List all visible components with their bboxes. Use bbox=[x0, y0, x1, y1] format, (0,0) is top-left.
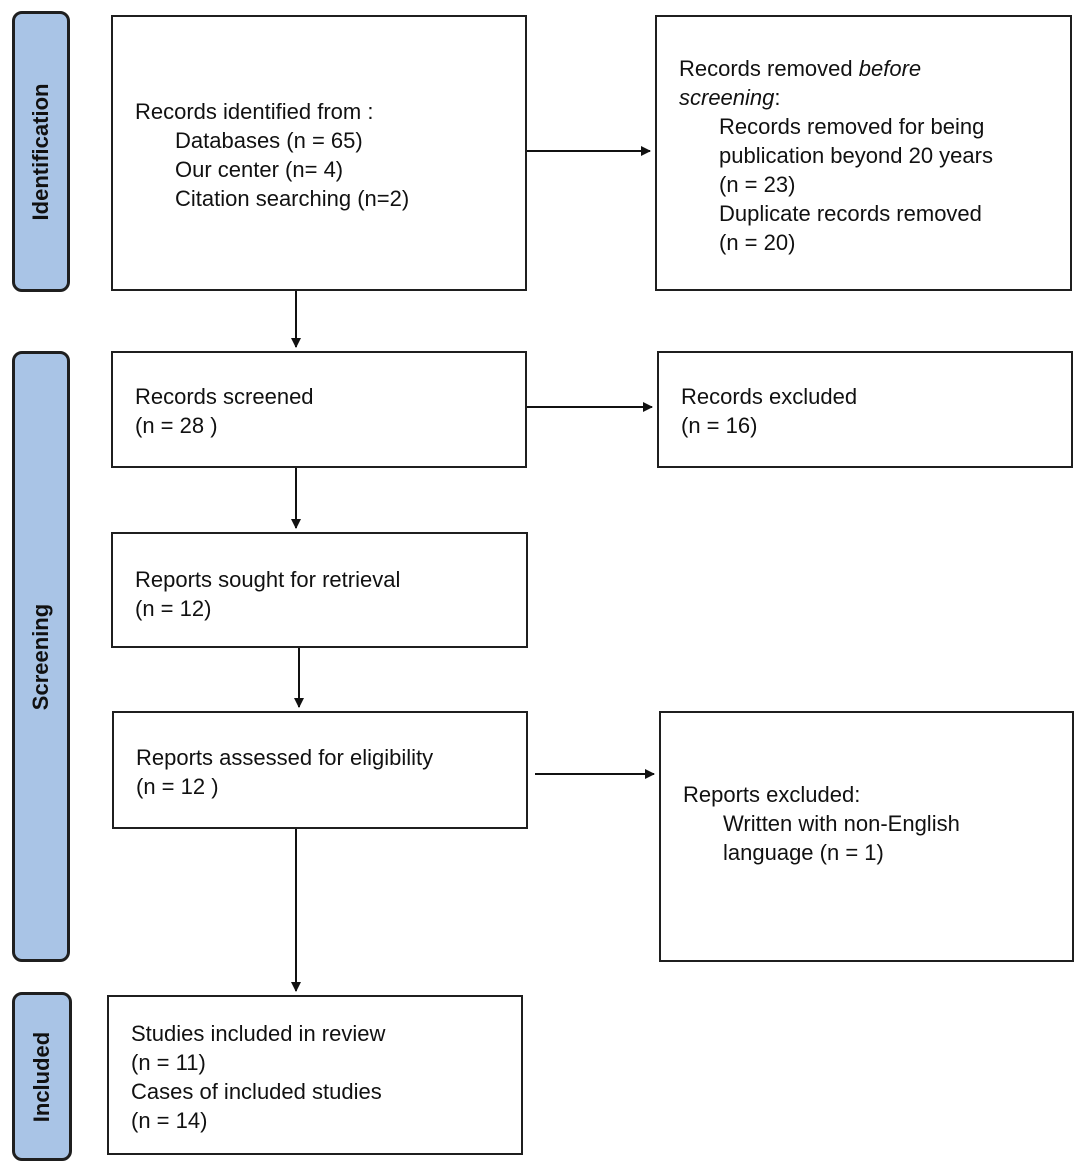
phase-identification: Identification bbox=[12, 11, 70, 292]
records-excluded-title: Records excluded bbox=[681, 384, 858, 409]
records-excluded-box: Records excluded (n = 16) bbox=[657, 351, 1073, 468]
phase-screening: Screening bbox=[12, 351, 70, 962]
studies-included-box: Studies included in review (n = 11) Case… bbox=[107, 995, 523, 1155]
source-our-center: Our center (n= 4) bbox=[175, 157, 344, 182]
records-excluded-count: (n = 16) bbox=[681, 413, 758, 438]
records-screened-box: Records screened (n = 28 ) bbox=[111, 351, 527, 468]
reports-assessed-box: Reports assessed for eligibility (n = 12… bbox=[112, 711, 528, 829]
reports-assessed-count: (n = 12 ) bbox=[136, 774, 219, 799]
reports-excluded-box: Reports excluded: Written with non-Engli… bbox=[659, 711, 1074, 962]
source-citation-searching: Citation searching (n=2) bbox=[175, 186, 410, 211]
reports-sought-box: Reports sought for retrieval (n = 12) bbox=[111, 532, 528, 648]
removed-age-count: (n = 23) bbox=[719, 172, 796, 197]
reports-assessed-title: Reports assessed for eligibility bbox=[136, 745, 434, 770]
studies-included-count: (n = 11) bbox=[131, 1050, 206, 1075]
cases-included-title: Cases of included studies bbox=[131, 1079, 382, 1104]
records-identified-title: Records identified from : bbox=[135, 99, 374, 124]
studies-included-title: Studies included in review bbox=[131, 1021, 386, 1046]
records-removed-title: Records removed before bbox=[679, 56, 922, 81]
reports-excluded-reason: Written with non-English bbox=[723, 811, 960, 836]
records-screened-count: (n = 28 ) bbox=[135, 413, 218, 438]
removed-reason-age-cont: publication beyond 20 years bbox=[719, 143, 993, 168]
cases-included-count: (n = 14) bbox=[131, 1108, 208, 1133]
records-removed-title-cont: screening: bbox=[679, 85, 781, 110]
records-identified-box: Records identified from : Databases (n =… bbox=[111, 15, 527, 291]
removed-reason-duplicates: Duplicate records removed bbox=[719, 201, 982, 226]
records-removed-box: Records removed before screening: Record… bbox=[655, 15, 1072, 291]
removed-reason-age: Records removed for being bbox=[719, 114, 985, 139]
reports-sought-count: (n = 12) bbox=[135, 596, 212, 621]
reports-excluded-reason-cont: language (n = 1) bbox=[723, 840, 884, 865]
removed-duplicates-count: (n = 20) bbox=[719, 230, 796, 255]
reports-excluded-title: Reports excluded: bbox=[683, 782, 861, 807]
source-databases: Databases (n = 65) bbox=[175, 128, 363, 153]
records-screened-title: Records screened bbox=[135, 384, 314, 409]
reports-sought-title: Reports sought for retrieval bbox=[135, 567, 401, 592]
phase-included: Included bbox=[12, 992, 72, 1161]
